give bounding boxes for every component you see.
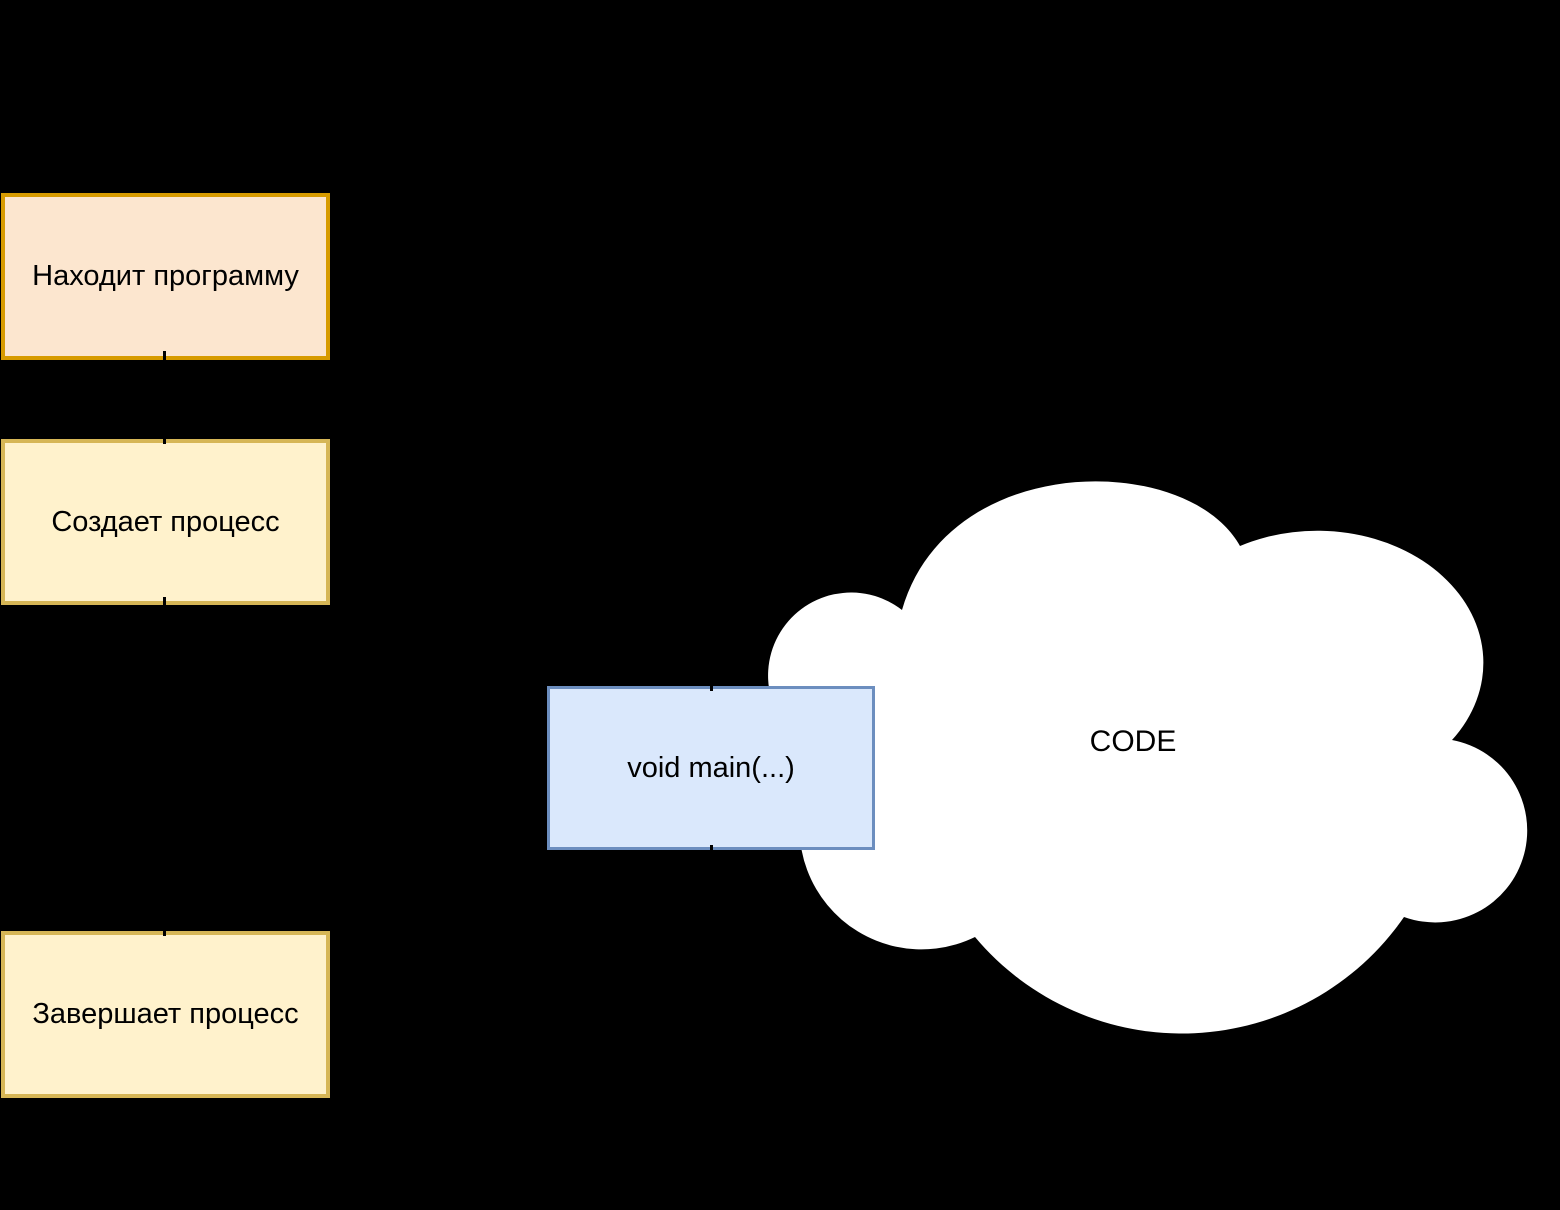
- connector-stub: [163, 351, 166, 362]
- node-main-function-label: void main(...): [627, 751, 795, 784]
- cloud-label: CODE: [1089, 725, 1177, 758]
- connector-stub: [163, 433, 166, 444]
- node-terminate-process: Завершает процесс: [1, 931, 330, 1098]
- node-create-process-label: Создает процесс: [51, 505, 280, 538]
- connector-stub: [710, 680, 713, 691]
- cloud-outline: [768, 481, 1528, 1034]
- connector-stub: [163, 597, 166, 608]
- node-main-function: void main(...): [547, 686, 875, 850]
- node-create-process: Создает процесс: [1, 439, 330, 605]
- node-terminate-process-label: Завершает процесс: [32, 998, 299, 1031]
- node-find-program-label: Находит программу: [32, 260, 299, 293]
- connector-stub: [163, 925, 166, 936]
- node-find-program: Находит программу: [1, 193, 330, 360]
- connector-stub: [710, 845, 713, 856]
